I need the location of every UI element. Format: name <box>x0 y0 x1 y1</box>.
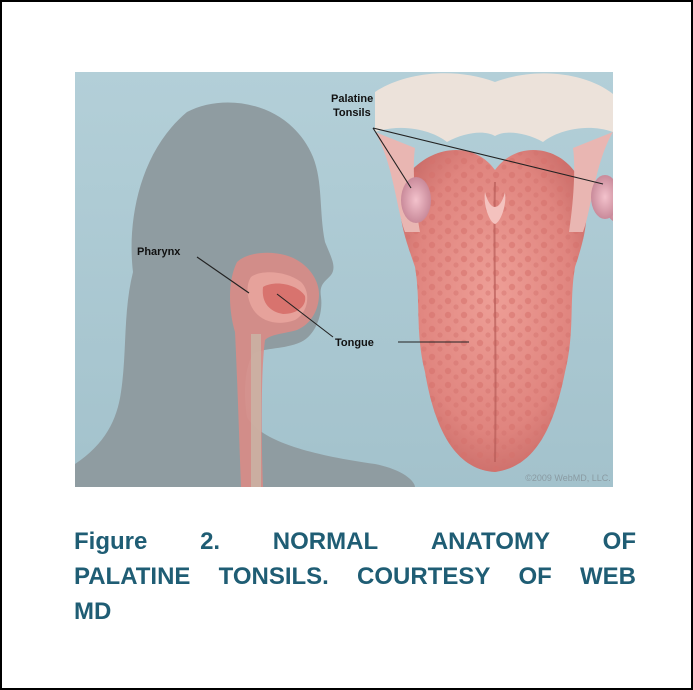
left-palatine-tonsil <box>401 177 431 223</box>
anatomy-illustration: Palatine Tonsils Pharynx Tongue ©2009 We… <box>75 72 613 487</box>
figure-caption: Figure 2. NORMAL ANATOMY OF PALATINE TON… <box>74 524 636 629</box>
caption-word: 2. <box>200 524 220 559</box>
image-credit: ©2009 WebMD, LLC. <box>525 473 611 483</box>
caption-word: TONSILS. <box>219 559 329 594</box>
label-palatine: Palatine <box>331 93 373 105</box>
caption-word: WEB <box>580 559 636 594</box>
spine-shape <box>251 334 261 487</box>
caption-word: OF <box>603 524 636 559</box>
tonsil-anatomy-svg: Palatine Tonsils Pharynx Tongue ©2009 We… <box>75 72 613 487</box>
caption-word: MD <box>74 598 111 625</box>
label-pharynx: Pharynx <box>137 246 181 258</box>
caption-line-1: Figure 2. NORMAL ANATOMY OF <box>74 524 636 559</box>
caption-word: OF <box>519 559 552 594</box>
caption-word: COURTESY <box>357 559 490 594</box>
caption-line-3: MD <box>74 594 636 629</box>
caption-word: NORMAL <box>273 524 378 559</box>
label-tonsils: Tonsils <box>333 107 371 119</box>
label-tongue: Tongue <box>335 337 374 349</box>
caption-line-2: PALATINE TONSILS. COURTESY OF WEB <box>74 559 636 594</box>
caption-word: PALATINE <box>74 559 190 594</box>
caption-word: Figure <box>74 524 147 559</box>
caption-word: ANATOMY <box>431 524 550 559</box>
